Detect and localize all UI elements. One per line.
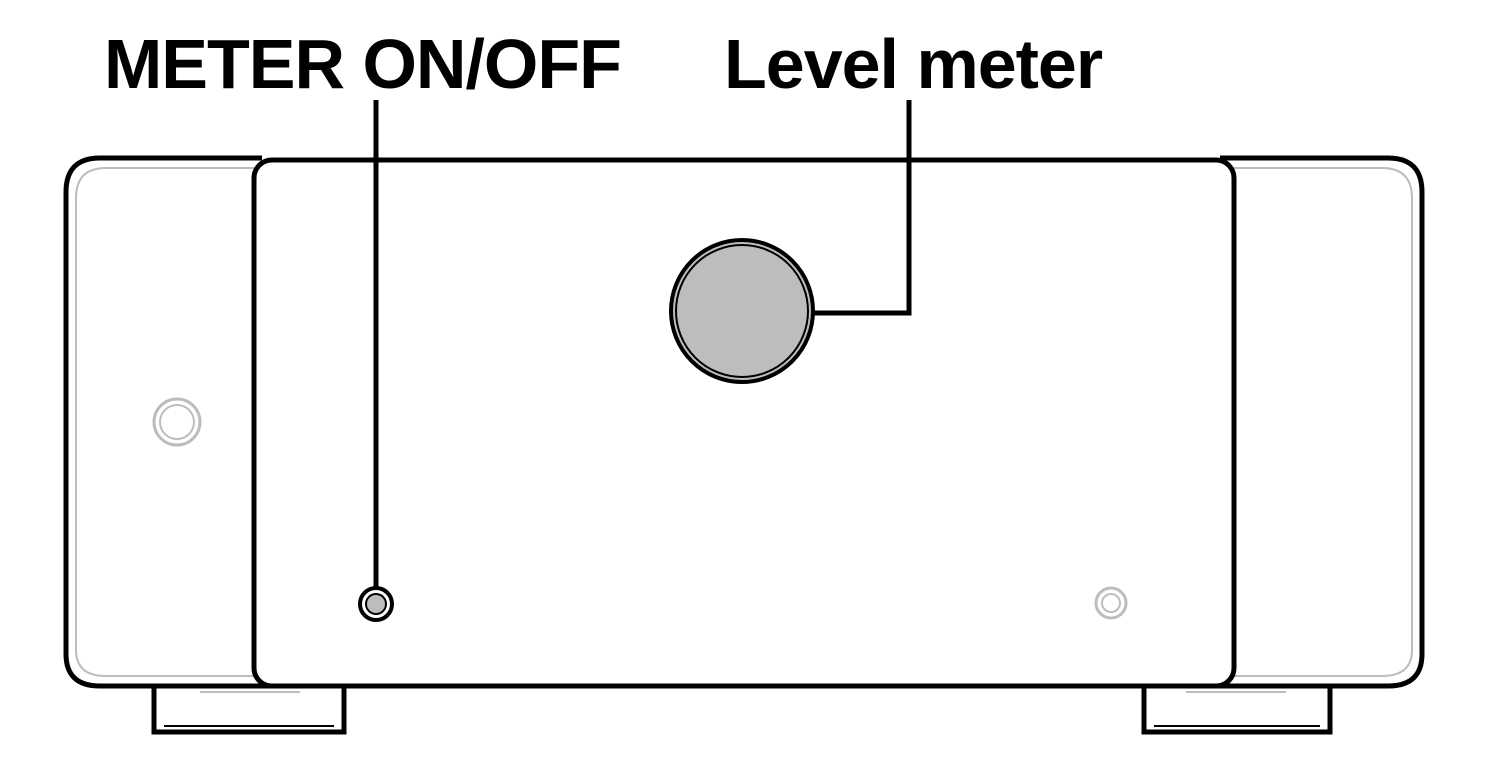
- standby-indicator-icon: [1094, 586, 1128, 620]
- left-foot: [151, 683, 347, 735]
- left-side-panel: [63, 155, 262, 689]
- level-meter-display: [669, 238, 815, 384]
- front-panel: [251, 157, 1237, 689]
- level-meter-leader-line: [813, 100, 912, 316]
- left-side-knob-icon: [152, 397, 202, 447]
- right-side-panel: [1220, 155, 1425, 689]
- level-meter-label: Level meter: [724, 25, 1103, 103]
- meter-on-off-label: METER ON/OFF: [104, 25, 622, 103]
- right-foot: [1141, 683, 1333, 735]
- meter-on-off-button[interactable]: [358, 586, 394, 622]
